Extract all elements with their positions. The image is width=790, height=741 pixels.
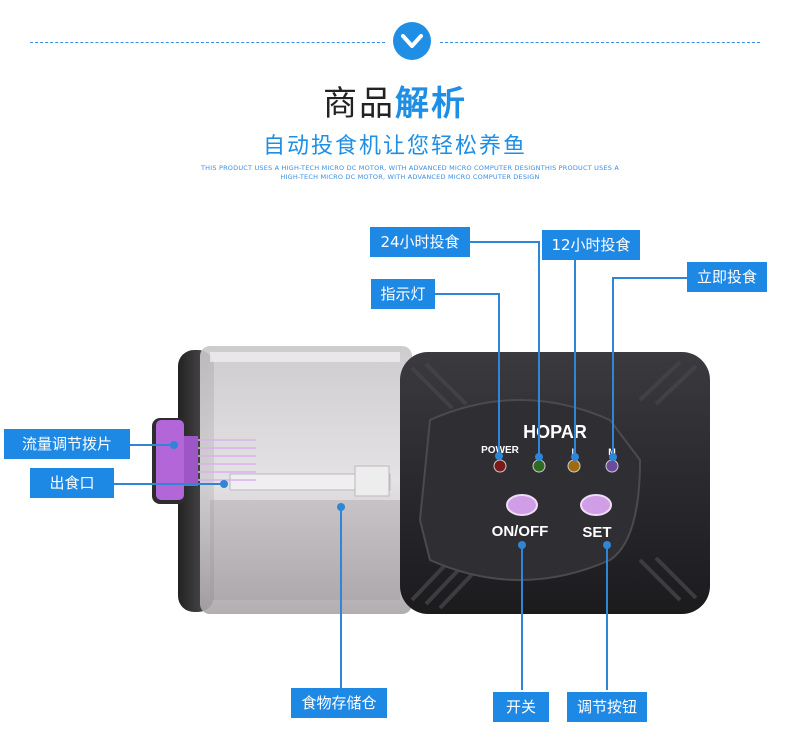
- connector-storage-v: [340, 508, 342, 688]
- connector-storage-dot: [337, 503, 345, 511]
- control-panel: [418, 399, 642, 581]
- connector-switch-v: [521, 545, 523, 690]
- connector-flow-h: [130, 444, 172, 446]
- connector-indicator-v: [498, 293, 500, 456]
- page-subtitle: 自动投食机让您轻松养鱼: [262, 134, 527, 159]
- set-button: [580, 494, 612, 516]
- callout-outlet: 出食口: [30, 468, 114, 498]
- brand-logo: HOPAR: [523, 422, 587, 442]
- connector-adjust-v: [606, 545, 608, 690]
- connector-flow-dot: [170, 441, 178, 449]
- connector-24h-dot: [535, 453, 543, 461]
- tagline: THIS PRODUCT USES A HIGH-TECH MICRO DC M…: [180, 164, 640, 182]
- onoff-text: ON/OFF: [492, 523, 549, 540]
- set-text: SET: [582, 524, 611, 541]
- connector-outlet-dot: [220, 480, 228, 488]
- led-manual: [605, 459, 619, 473]
- led-24h: [532, 459, 546, 473]
- callout-feed-24h: 24小时投食: [370, 227, 470, 257]
- title-accent: 解析: [395, 84, 467, 124]
- callout-storage: 食物存储仓: [291, 688, 387, 718]
- callout-feed-12h: 12小时投食: [542, 230, 640, 260]
- connector-adjust-dot: [603, 541, 611, 549]
- callout-indicator: 指示灯: [371, 279, 435, 309]
- callout-adjust-button: 调节按钮: [567, 692, 647, 722]
- connector-feednow-h: [612, 277, 690, 279]
- tagline-line-2: HIGH-TECH MICRO DC MOTOR, WITH ADVANCED …: [280, 173, 540, 181]
- led-12h: [567, 459, 581, 473]
- connector-switch-dot: [518, 541, 526, 549]
- title-main: 商品: [323, 84, 395, 124]
- connector-feednow-v: [612, 277, 614, 457]
- callout-feed-now: 立即投食: [687, 262, 767, 292]
- header-divider-left: [30, 42, 385, 43]
- connector-24h-v: [538, 241, 540, 457]
- tagline-line-1: THIS PRODUCT USES A HIGH-TECH MICRO DC M…: [201, 164, 619, 172]
- connector-12h-v: [574, 258, 576, 457]
- onoff-button: [506, 494, 538, 516]
- power-text: POWER: [481, 445, 520, 456]
- connector-12h-dot: [571, 453, 579, 461]
- connector-outlet-h: [114, 483, 222, 485]
- chevron-down-icon: [393, 22, 431, 60]
- led-power: [493, 459, 507, 473]
- page-title: 商品解析: [0, 76, 790, 125]
- callout-switch: 开关: [493, 692, 549, 722]
- outlet-shaft: [229, 473, 391, 491]
- callout-flow-adjust: 流量调节拨片: [4, 429, 130, 459]
- connector-indicator-h: [435, 293, 500, 295]
- connector-24h-h: [470, 241, 540, 243]
- connector-indicator-dot: [495, 452, 503, 460]
- connector-feednow-dot: [609, 453, 617, 461]
- header-divider-right: [440, 42, 760, 43]
